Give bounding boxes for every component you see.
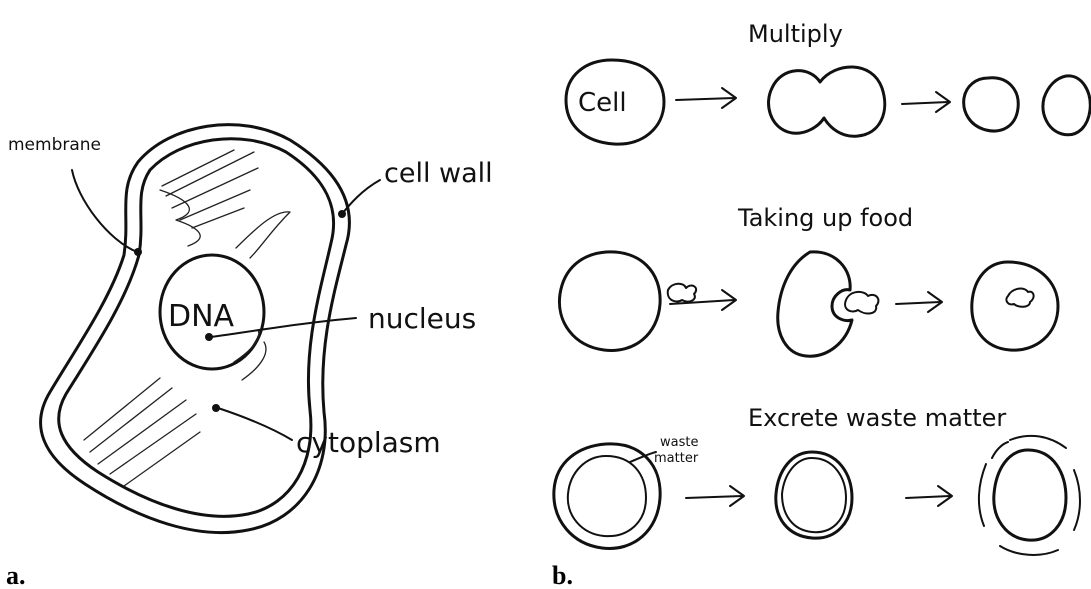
excreting-cell-inner [782,458,846,532]
nucleus-label: nucleus [368,302,476,335]
multiply-title: Multiply [748,20,843,48]
panel-a-label: a. [6,561,26,589]
dividing-cell [769,67,885,136]
multiply-arrow-2 [902,92,950,112]
daughter-cell-2 [1043,76,1090,135]
excreting-cell [776,452,852,538]
engulfing-cell [778,252,852,356]
panel-b-label: b. [552,561,573,589]
excrete-title: Excrete waste matter [748,404,1006,432]
panel-b: Multiply Cell Taking up food Excrete was… [552,20,1090,589]
excrete-arrow-1 [686,486,744,506]
waste-cell-inner [568,456,646,536]
food-particle-2 [845,292,878,314]
food-arrow-2 [896,292,942,312]
cytoplasm-label: cytoplasm [296,426,441,459]
ingested-food [1006,289,1033,307]
cell-wall-dot [338,210,346,218]
multiply-arrow-1 [676,88,736,108]
excrete-arrow-2 [906,486,952,506]
cytoplasm-leader [218,408,292,440]
fed-cell [972,262,1058,350]
food-title: Taking up food [737,204,913,232]
waste-label-2: matter [654,451,699,466]
multiply-row: Multiply Cell [566,20,1090,144]
parent-cell-label: Cell [578,88,627,118]
food-row: Taking up food [559,204,1058,356]
waste-label-1: waste [660,435,698,450]
cell-wall-label: cell wall [384,158,493,189]
membrane-dot [134,248,142,256]
food-arrow-1 [670,290,736,310]
daughter-cell-1 [964,78,1019,131]
membrane-label: membrane [8,135,101,155]
waste-cell-outer [554,444,660,549]
clean-cell [994,450,1066,540]
panel-a: membrane cell wall DNA nucleus cytoplasm… [6,125,493,589]
food-start-cell [559,252,660,351]
food-particle-1 [668,284,696,302]
excrete-row: Excrete waste matter waste matter [554,404,1080,555]
dna-label: DNA [168,299,235,334]
